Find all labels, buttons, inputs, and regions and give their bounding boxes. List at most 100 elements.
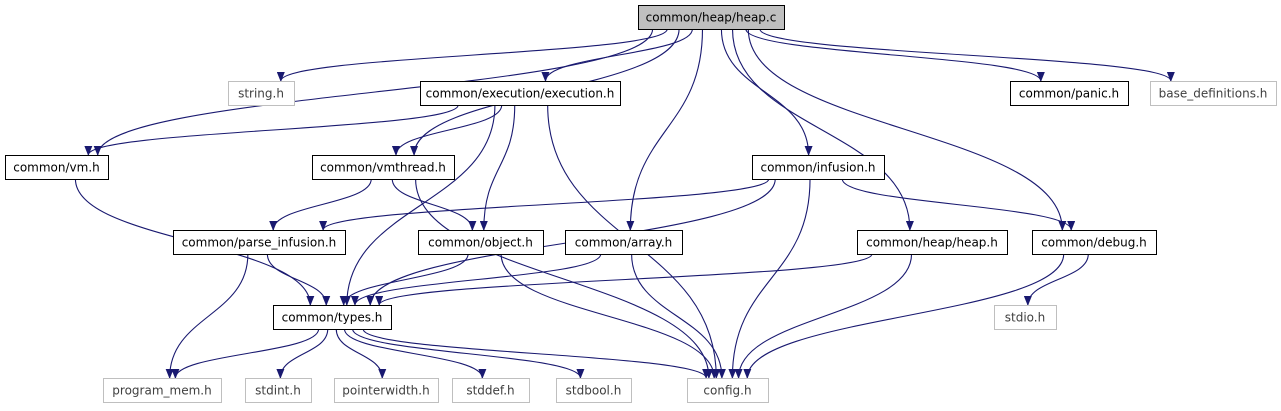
edge-heap_c-to-infusion_h	[720, 28, 813, 156]
edge-types_h-to-stddef_h	[343, 328, 487, 379]
edge-execution_h-to-types_h	[342, 104, 496, 306]
edge-debug_h-to-stdio_h	[1023, 253, 1089, 306]
node-label: common/object.h	[428, 236, 533, 250]
edge-vmthread_h-to-parse_infusion_h	[269, 178, 372, 231]
node-panic-h[interactable]: common/panic.h	[1010, 81, 1129, 106]
node-types-h[interactable]: common/types.h	[273, 305, 392, 330]
edge-types_h-to-stdbool_h	[352, 328, 585, 379]
edge-heap_c-to-array_h	[626, 28, 704, 231]
edge-types_h-to-pointerwidth_h	[335, 328, 387, 379]
edge-execution_h-to-object_h	[479, 104, 516, 231]
node-label: common/vmthread.h	[320, 161, 446, 175]
edge-infusion_h-to-parse_infusion_h	[319, 178, 770, 231]
node-label: common/vm.h	[13, 161, 100, 175]
node-heap-c[interactable]: common/heap/heap.c	[638, 5, 785, 30]
node-label: stddef.h	[466, 384, 514, 398]
node-box	[638, 5, 785, 30]
node-label: stdint.h	[255, 384, 301, 398]
node-box	[228, 81, 295, 106]
node-program-mem-h: program_mem.h	[103, 378, 222, 403]
edge-array_h-to-types_h	[351, 253, 602, 306]
edge-debug_h-to-config_h	[743, 253, 1065, 379]
node-label: common/infusion.h	[760, 161, 875, 175]
edge-heap_c-to-panic_h	[745, 28, 1045, 82]
node-box	[1010, 81, 1129, 106]
node-string-h: string.h	[228, 81, 295, 106]
node-box	[312, 155, 455, 180]
node-label: common/execution/execution.h	[426, 87, 615, 101]
node-box	[857, 230, 1008, 255]
node-stddef-h: stddef.h	[452, 378, 530, 403]
node-label: common/debug.h	[1041, 236, 1147, 250]
edge-heap_h-to-config_h	[734, 253, 913, 379]
node-box	[452, 378, 530, 403]
node-debug-h[interactable]: common/debug.h	[1032, 230, 1157, 255]
node-array-h[interactable]: common/array.h	[565, 230, 683, 255]
node-stdbool-h: stdbool.h	[556, 378, 632, 403]
node-box	[687, 378, 769, 403]
node-vmthread-h[interactable]: common/vmthread.h	[312, 155, 455, 180]
node-label: string.h	[238, 87, 284, 101]
edge-heap_h-to-types_h	[375, 253, 873, 306]
node-stdint-h: stdint.h	[245, 378, 312, 403]
node-box	[273, 305, 392, 330]
node-object-h[interactable]: common/object.h	[418, 230, 544, 255]
node-box	[556, 378, 632, 403]
node-label: pointerwidth.h	[342, 384, 429, 398]
node-box	[334, 378, 439, 403]
edges-layer	[74, 28, 1175, 379]
edge-heap_c-to-string_h	[276, 28, 668, 82]
node-heap-h[interactable]: common/heap/heap.h	[857, 230, 1008, 255]
node-label: common/heap/heap.h	[866, 236, 998, 250]
node-label: base_definitions.h	[1159, 87, 1268, 101]
node-box	[173, 230, 346, 255]
edge-vmthread_h-to-config_h	[415, 178, 713, 379]
edge-parse_infusion_h-to-types_h	[266, 253, 331, 306]
edge-execution_h-to-vmthread_h	[392, 104, 503, 156]
node-label: config.h	[703, 384, 751, 398]
node-infusion-h[interactable]: common/infusion.h	[752, 155, 885, 180]
nodes-layer: common/heap/heap.c string.h common/executi…	[5, 5, 1277, 403]
node-parse-infusion-h[interactable]: common/parse_infusion.h	[173, 230, 346, 255]
node-label: stdbool.h	[566, 384, 622, 398]
node-box	[1150, 81, 1277, 106]
node-box	[418, 230, 544, 255]
edge-heap_c-to-base_def_h	[759, 28, 1175, 82]
node-label: common/heap/heap.c	[646, 11, 777, 25]
edge-heap_c-to-execution_h	[541, 28, 693, 82]
edge-array_h-to-config_h	[631, 253, 726, 379]
node-base-def-h: base_definitions.h	[1150, 81, 1277, 106]
edge-types_h-to-program_mem_h	[171, 328, 320, 379]
node-label: common/types.h	[282, 311, 383, 325]
node-config-h: config.h	[687, 378, 769, 403]
node-box	[103, 378, 222, 403]
edge-vmthread_h-to-object_h	[391, 178, 477, 231]
node-label: common/array.h	[575, 236, 672, 250]
edge-infusion_h-to-config_h	[728, 178, 811, 379]
node-pointerwidth-h: pointerwidth.h	[334, 378, 439, 403]
node-box	[1032, 230, 1157, 255]
edge-infusion_h-to-debug_h	[841, 178, 1076, 231]
edge-heap_c-to-vm_h	[93, 28, 654, 156]
node-box	[420, 81, 621, 106]
edge-heap_c-to-debug_h	[747, 28, 1067, 231]
edge-heap_c-to-heap_h	[731, 28, 914, 231]
node-box	[994, 305, 1057, 330]
node-execution-h[interactable]: common/execution/execution.h	[420, 81, 621, 106]
edge-object_h-to-types_h	[339, 253, 469, 306]
edge-parse_infusion_h-to-program_mem_h	[165, 253, 249, 379]
node-box	[245, 378, 312, 403]
edge-execution_h-to-vm_h	[84, 104, 459, 156]
node-label: common/panic.h	[1019, 87, 1119, 101]
node-box	[565, 230, 683, 255]
node-label: common/parse_infusion.h	[182, 236, 337, 250]
edge-types_h-to-stdint_h	[276, 328, 329, 379]
node-stdio-h: stdio.h	[994, 305, 1057, 330]
node-box	[5, 155, 109, 180]
node-label: stdio.h	[1005, 311, 1045, 325]
edge-types_h-to-config_h	[362, 328, 711, 379]
node-vm-h[interactable]: common/vm.h	[5, 155, 109, 180]
node-label: program_mem.h	[112, 384, 211, 398]
node-box	[752, 155, 885, 180]
